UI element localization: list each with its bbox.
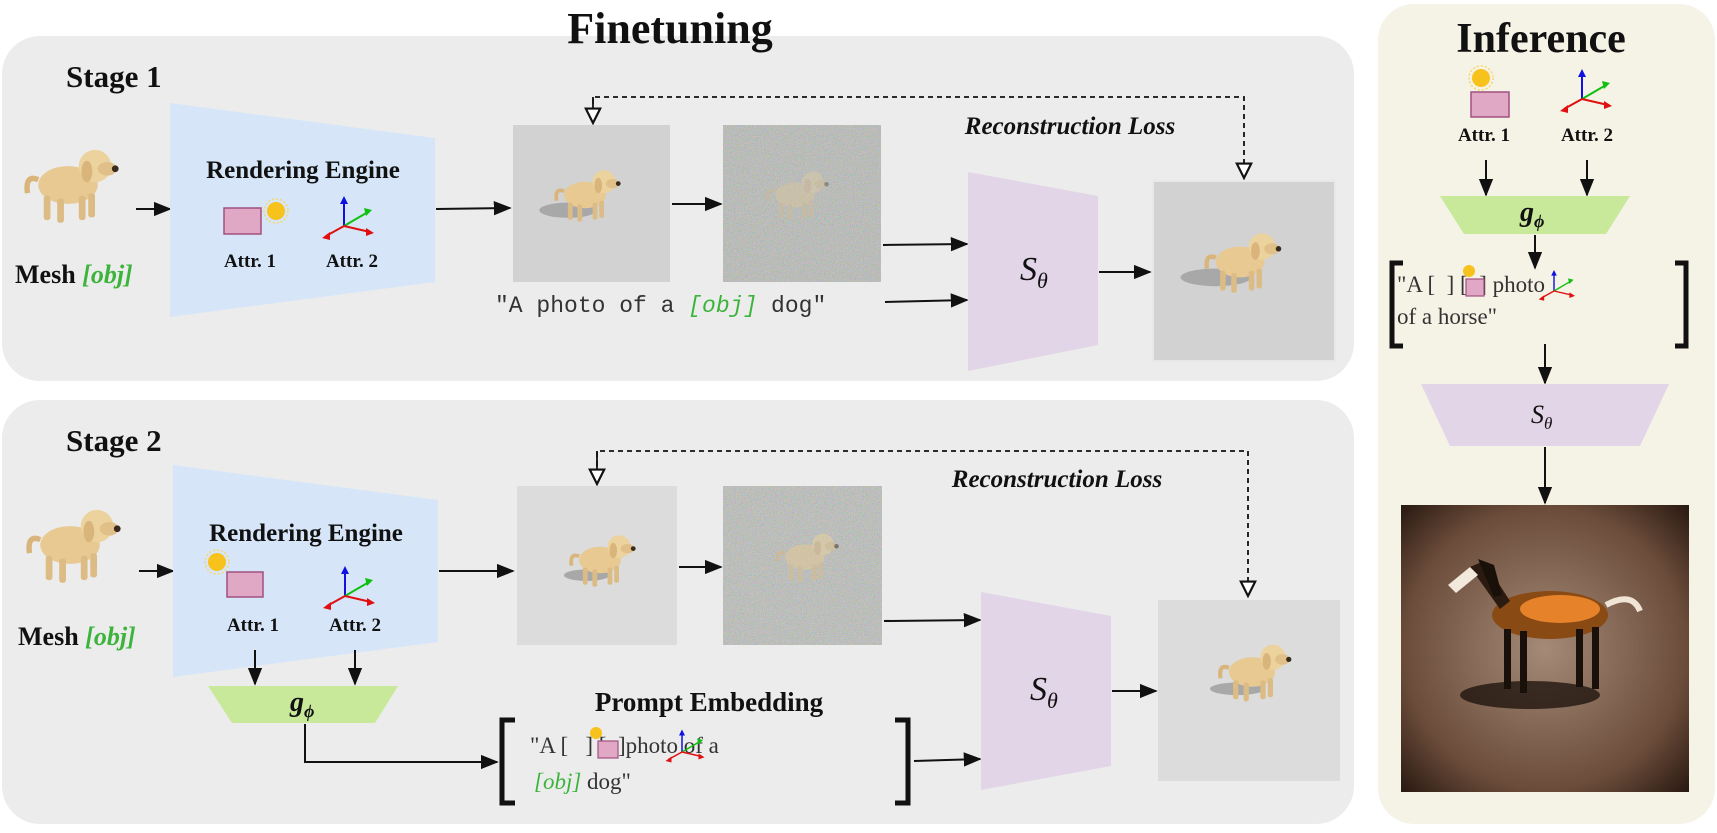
- stage2-label: Stage 2: [66, 423, 162, 458]
- inference-g-sub: ϕ: [1534, 211, 1544, 231]
- inference-g-label: gϕ: [1519, 197, 1544, 231]
- stage1-arrow-engine-render: [435, 201, 512, 216]
- stage2-right-bracket: [895, 717, 911, 806]
- inference-title: Inference: [1456, 16, 1626, 62]
- stage2-loss-label: Reconstruction Loss: [951, 466, 1162, 493]
- stage1-prompt-suffix: dog": [757, 293, 826, 319]
- stage1-prompt-token: [obj]: [688, 293, 757, 319]
- inference-model-sub: θ: [1544, 414, 1552, 433]
- stage2-engine-label: Rendering Engine: [209, 520, 403, 547]
- stage1-output-dog: [1180, 233, 1282, 292]
- inference-left-bracket: [1389, 260, 1403, 349]
- stage2-prompt-a: "A [: [530, 733, 568, 758]
- inference-attr1-label: Attr. 1: [1458, 125, 1510, 146]
- stage2-model-s: S: [1030, 671, 1047, 708]
- inference-output-image: [1401, 505, 1689, 792]
- stage2-prompt-sun-icon: [590, 727, 602, 739]
- stage1-attr2-label: Attr. 2: [326, 251, 378, 272]
- stage2-attr1-box: [226, 571, 264, 598]
- stage2-arrow-noise-model: [883, 612, 982, 628]
- stage2-rendering-engine: [173, 465, 438, 677]
- inference-right-bracket: [1675, 260, 1689, 349]
- stage1-label: Stage 1: [66, 59, 162, 94]
- stage1-engine-label: Rendering Engine: [206, 157, 400, 184]
- inference-model-label: Sθ: [1531, 400, 1552, 433]
- stage1-attr1-label: Attr. 1: [224, 251, 276, 272]
- stage1-arrow-noise-model: [882, 236, 969, 252]
- inference-prompt-b: ] [: [1447, 272, 1468, 297]
- stage2-g-sub: ϕ: [304, 701, 314, 721]
- stage2-model-sub: θ: [1047, 688, 1058, 713]
- stage2-prompt-token: [obj]: [534, 769, 581, 794]
- inference-model: [1421, 384, 1669, 446]
- stage1-mesh-caption: Mesh [obj]: [15, 260, 133, 289]
- stage2-prompt-c: ]photo of a: [618, 733, 719, 758]
- stage2-output-dog: [1210, 645, 1291, 702]
- stage1-prompt: "A photo of a [obj] dog": [495, 293, 826, 319]
- stage1-model-label: Sθ: [1020, 251, 1048, 293]
- stage1-arrow-prompt-model: [884, 293, 969, 308]
- stage1-model-s: S: [1020, 251, 1037, 288]
- stage2-mesh-label: Mesh: [18, 622, 79, 651]
- inference-prompt-attr1-icon: [1465, 278, 1485, 297]
- stage1-loss-label: Reconstruction Loss: [964, 113, 1175, 140]
- stage1-model-sub: θ: [1037, 268, 1048, 293]
- stage2-rendered-dog: [563, 533, 638, 589]
- stage1-mesh-token: [obj]: [82, 260, 133, 289]
- inference-g-network: [1440, 196, 1630, 234]
- inference-prompt-line1: "A [ ] [ ] photo: [1397, 272, 1545, 297]
- stage2-prompt-suffix: dog": [581, 769, 631, 794]
- stage1-prompt-prefix: "A photo of a: [495, 293, 688, 319]
- stage1-rendered-dog: [539, 168, 623, 224]
- inference-prompt-a: "A [: [1397, 272, 1435, 297]
- stage2-g-symbol: g: [289, 687, 304, 718]
- stage2-arrow-g-embedding: [304, 724, 499, 770]
- stage2-model: [981, 592, 1111, 790]
- inference-attr2-label: Attr. 2: [1561, 125, 1613, 146]
- stage2-g-network: [208, 686, 398, 723]
- stage2-attr2-label: Attr. 2: [329, 615, 381, 636]
- stage2-loss-path: [596, 450, 1248, 596]
- inference-g-symbol: g: [1519, 197, 1534, 228]
- stage2-model-label: Sθ: [1030, 671, 1058, 713]
- stage2-prompt-attr1-icon: [597, 740, 619, 759]
- stage2-prompt-line1: "A [ ] [ ]photo of a: [530, 733, 719, 758]
- stage1-model: [968, 172, 1098, 371]
- stage2-arrow-embedding-model: [913, 752, 982, 767]
- inference-prompt-c: ] photo: [1479, 272, 1545, 297]
- inference-model-s: S: [1531, 400, 1544, 429]
- stage2-mesh-caption: Mesh [obj]: [18, 622, 136, 651]
- inference-prompt-line2: of a horse": [1397, 304, 1497, 329]
- stage1-mesh-label: Mesh: [15, 260, 76, 289]
- stage2-embedding-label: Prompt Embedding: [595, 687, 824, 717]
- inference-output-horse: [1448, 559, 1643, 709]
- finetuning-title: Finetuning: [567, 4, 772, 53]
- stage2-attr1-label: Attr. 1: [227, 615, 279, 636]
- stage2-mesh-token: [obj]: [85, 622, 136, 651]
- stage1-rendering-engine: [170, 103, 435, 317]
- stage2-left-bracket: [499, 717, 515, 806]
- inference-prompt-sun-icon: [1463, 265, 1475, 277]
- stage1-attr1-box: [223, 207, 262, 235]
- inference-attr1-box: [1470, 91, 1510, 118]
- stage2-g-label: gϕ: [289, 687, 314, 721]
- stage2-prompt-line2: [obj] dog": [534, 769, 631, 794]
